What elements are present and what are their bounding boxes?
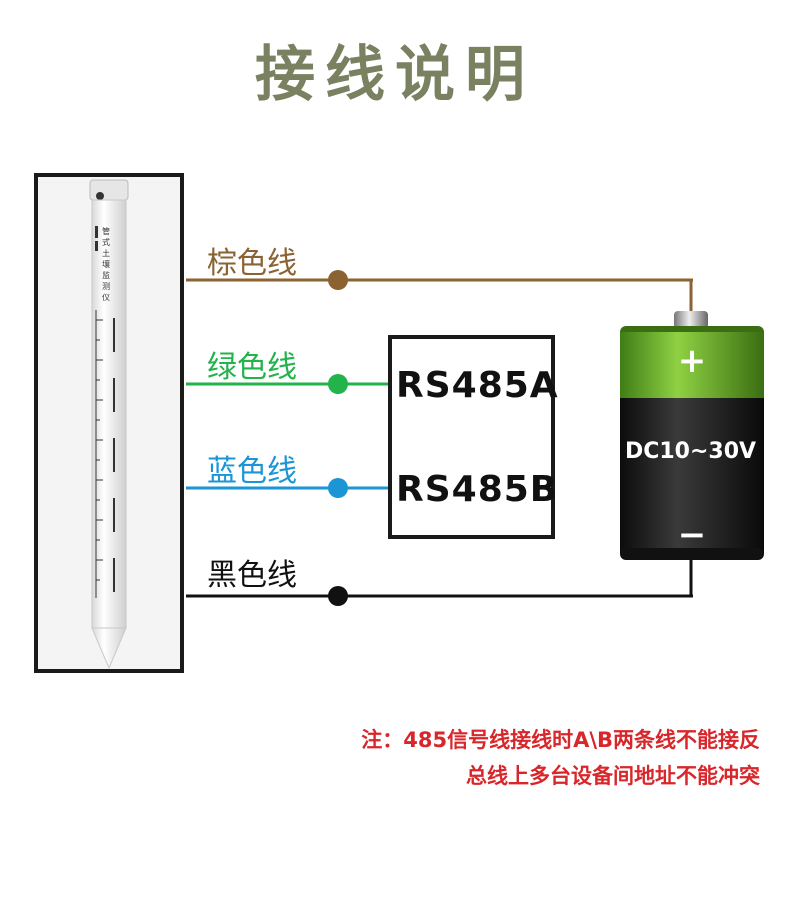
note-line-1: 注：485信号线接线时A\B两条线不能接反 [361,728,760,752]
note-line-2: 总线上多台设备间地址不能冲突 [466,764,760,788]
svg-text:监: 监 [102,270,110,280]
blue-wire-node [328,478,348,498]
battery-minus: − [678,515,707,555]
black-wire-label: 黑色线 [207,558,297,593]
svg-text:仪: 仪 [102,293,110,302]
brown-wire-label: 棕色线 [207,246,297,281]
green-wire-node [328,374,348,394]
battery-icon: + − [620,311,764,560]
brown-wire-node [328,270,348,290]
svg-text:壤: 壤 [102,259,110,269]
battery-voltage-label: DC10~30V [624,439,757,464]
page-title: 接线说明 [255,40,535,110]
green-wire-label: 绿色线 [207,350,297,385]
battery-plus: + [678,341,707,381]
rs485-terminal-box: RS485A RS485B [388,335,559,539]
rs485b-label: RS485B [396,469,559,510]
svg-text:土: 土 [102,248,110,258]
sensor-probe: 管 式 土 壤 监 测 仪 [89,179,129,670]
blue-wire-label: 蓝色线 [207,454,297,489]
black-wire-node [328,586,348,606]
rs485a-label: RS485A [396,365,559,406]
svg-text:测: 测 [102,282,110,291]
svg-text:式: 式 [102,237,110,247]
svg-text:管: 管 [102,226,110,236]
